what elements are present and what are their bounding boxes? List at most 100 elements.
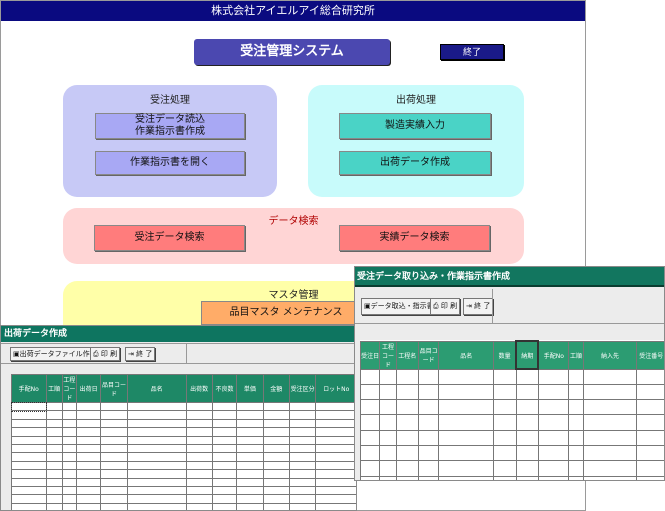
- table-cell[interactable]: [11, 418, 47, 429]
- table-cell[interactable]: [262, 477, 290, 487]
- table-cell[interactable]: [61, 485, 77, 496]
- table-cell[interactable]: [438, 475, 495, 480]
- table-cell[interactable]: [61, 460, 77, 471]
- table-cell[interactable]: [379, 429, 397, 446]
- item-master-maintenance-button[interactable]: 品目マスタ メンテナンス: [201, 301, 371, 325]
- table-cell[interactable]: [636, 460, 664, 477]
- table-cell[interactable]: [185, 494, 213, 504]
- table-cell[interactable]: [61, 435, 77, 445]
- table-cell[interactable]: [75, 418, 102, 429]
- table-cell[interactable]: [211, 435, 238, 445]
- table-cell[interactable]: [211, 410, 238, 420]
- table-cell[interactable]: [315, 502, 356, 510]
- table-cell[interactable]: [568, 475, 584, 480]
- exit-button[interactable]: 終了: [440, 44, 504, 60]
- table-cell[interactable]: [45, 427, 63, 437]
- table-cell[interactable]: [236, 477, 264, 487]
- table-cell[interactable]: [100, 410, 128, 420]
- table-cell[interactable]: [185, 452, 213, 462]
- order-data-table[interactable]: 受注日 工程コード 工程名 品目コード 品名 数量 納期 手配No 工順 納入先…: [359, 340, 664, 480]
- table-cell[interactable]: [45, 410, 63, 420]
- table-cell[interactable]: [537, 399, 570, 416]
- table-cell[interactable]: [100, 485, 128, 496]
- table-cell[interactable]: [493, 429, 517, 446]
- table-cell[interactable]: [211, 443, 238, 454]
- table-cell[interactable]: [582, 429, 638, 446]
- table-cell[interactable]: [126, 477, 187, 487]
- table-cell[interactable]: [395, 460, 419, 477]
- table-cell[interactable]: [493, 368, 517, 385]
- table-cell[interactable]: [636, 475, 664, 480]
- table-cell[interactable]: [61, 502, 77, 510]
- table-cell[interactable]: [582, 444, 638, 462]
- table-cell[interactable]: [236, 502, 264, 510]
- table-cell[interactable]: [379, 475, 397, 480]
- table-cell[interactable]: [126, 410, 187, 420]
- table-cell[interactable]: [45, 452, 63, 462]
- table-cell[interactable]: [11, 443, 47, 454]
- table-cell[interactable]: [45, 401, 63, 412]
- table-cell[interactable]: [417, 460, 440, 477]
- table-cell[interactable]: [568, 368, 584, 385]
- table-cell[interactable]: [568, 383, 584, 401]
- table-cell[interactable]: [515, 368, 539, 385]
- table-cell[interactable]: [395, 429, 419, 446]
- table-cell[interactable]: [11, 469, 47, 479]
- table-cell[interactable]: [582, 399, 638, 416]
- table-row[interactable]: [359, 383, 664, 401]
- table-cell[interactable]: [61, 418, 77, 429]
- table-cell[interactable]: [75, 494, 102, 504]
- print-button[interactable]: ⎙ 印 刷: [90, 347, 121, 361]
- table-cell[interactable]: [45, 502, 63, 510]
- table-cell[interactable]: [185, 418, 213, 429]
- table-cell[interactable]: [359, 414, 381, 431]
- table-cell[interactable]: [636, 429, 664, 446]
- table-cell[interactable]: [493, 460, 517, 477]
- table-cell[interactable]: [262, 435, 290, 445]
- table-row[interactable]: [359, 475, 664, 480]
- table-cell[interactable]: [288, 494, 317, 504]
- create-shipping-data-button[interactable]: 出荷データ作成: [339, 151, 491, 175]
- table-cell[interactable]: [636, 368, 664, 385]
- table-cell[interactable]: [568, 399, 584, 416]
- table-cell[interactable]: [100, 460, 128, 471]
- table-cell[interactable]: [359, 444, 381, 462]
- table-cell[interactable]: [126, 469, 187, 479]
- table-cell[interactable]: [61, 469, 77, 479]
- table-cell[interactable]: [45, 435, 63, 445]
- table-cell[interactable]: [75, 452, 102, 462]
- table-cell[interactable]: [359, 368, 381, 385]
- table-cell[interactable]: [75, 502, 102, 510]
- table-cell[interactable]: [236, 435, 264, 445]
- table-row[interactable]: [11, 469, 356, 479]
- table-cell[interactable]: [11, 494, 47, 504]
- table-cell[interactable]: [236, 443, 264, 454]
- table-cell[interactable]: [236, 485, 264, 496]
- table-cell[interactable]: [288, 443, 317, 454]
- table-cell[interactable]: [211, 452, 238, 462]
- table-cell[interactable]: [395, 414, 419, 431]
- table-cell[interactable]: [493, 414, 517, 431]
- table-cell[interactable]: [11, 435, 47, 445]
- production-results-entry-button[interactable]: 製造実績入力: [339, 113, 491, 139]
- table-cell[interactable]: [537, 475, 570, 480]
- table-cell[interactable]: [61, 452, 77, 462]
- table-cell[interactable]: [315, 494, 356, 504]
- table-cell[interactable]: [100, 494, 128, 504]
- table-cell[interactable]: [211, 401, 238, 412]
- table-cell[interactable]: [288, 401, 317, 412]
- table-cell[interactable]: [359, 475, 381, 480]
- table-cell[interactable]: [61, 427, 77, 437]
- table-row[interactable]: [11, 494, 356, 504]
- table-cell[interactable]: [45, 477, 63, 487]
- table-cell[interactable]: [45, 485, 63, 496]
- table-cell[interactable]: [288, 435, 317, 445]
- table-cell[interactable]: [438, 444, 495, 462]
- table-cell[interactable]: [100, 502, 128, 510]
- table-cell[interactable]: [582, 460, 638, 477]
- table-row[interactable]: [11, 485, 356, 496]
- shipping-data-table[interactable]: 手配No 工順 工程コード 出荷日 品目コード 品名 出荷数 不良数 単価 金額…: [10, 374, 356, 510]
- table-cell[interactable]: [359, 383, 381, 401]
- table-cell[interactable]: [185, 435, 213, 445]
- table-cell[interactable]: [537, 414, 570, 431]
